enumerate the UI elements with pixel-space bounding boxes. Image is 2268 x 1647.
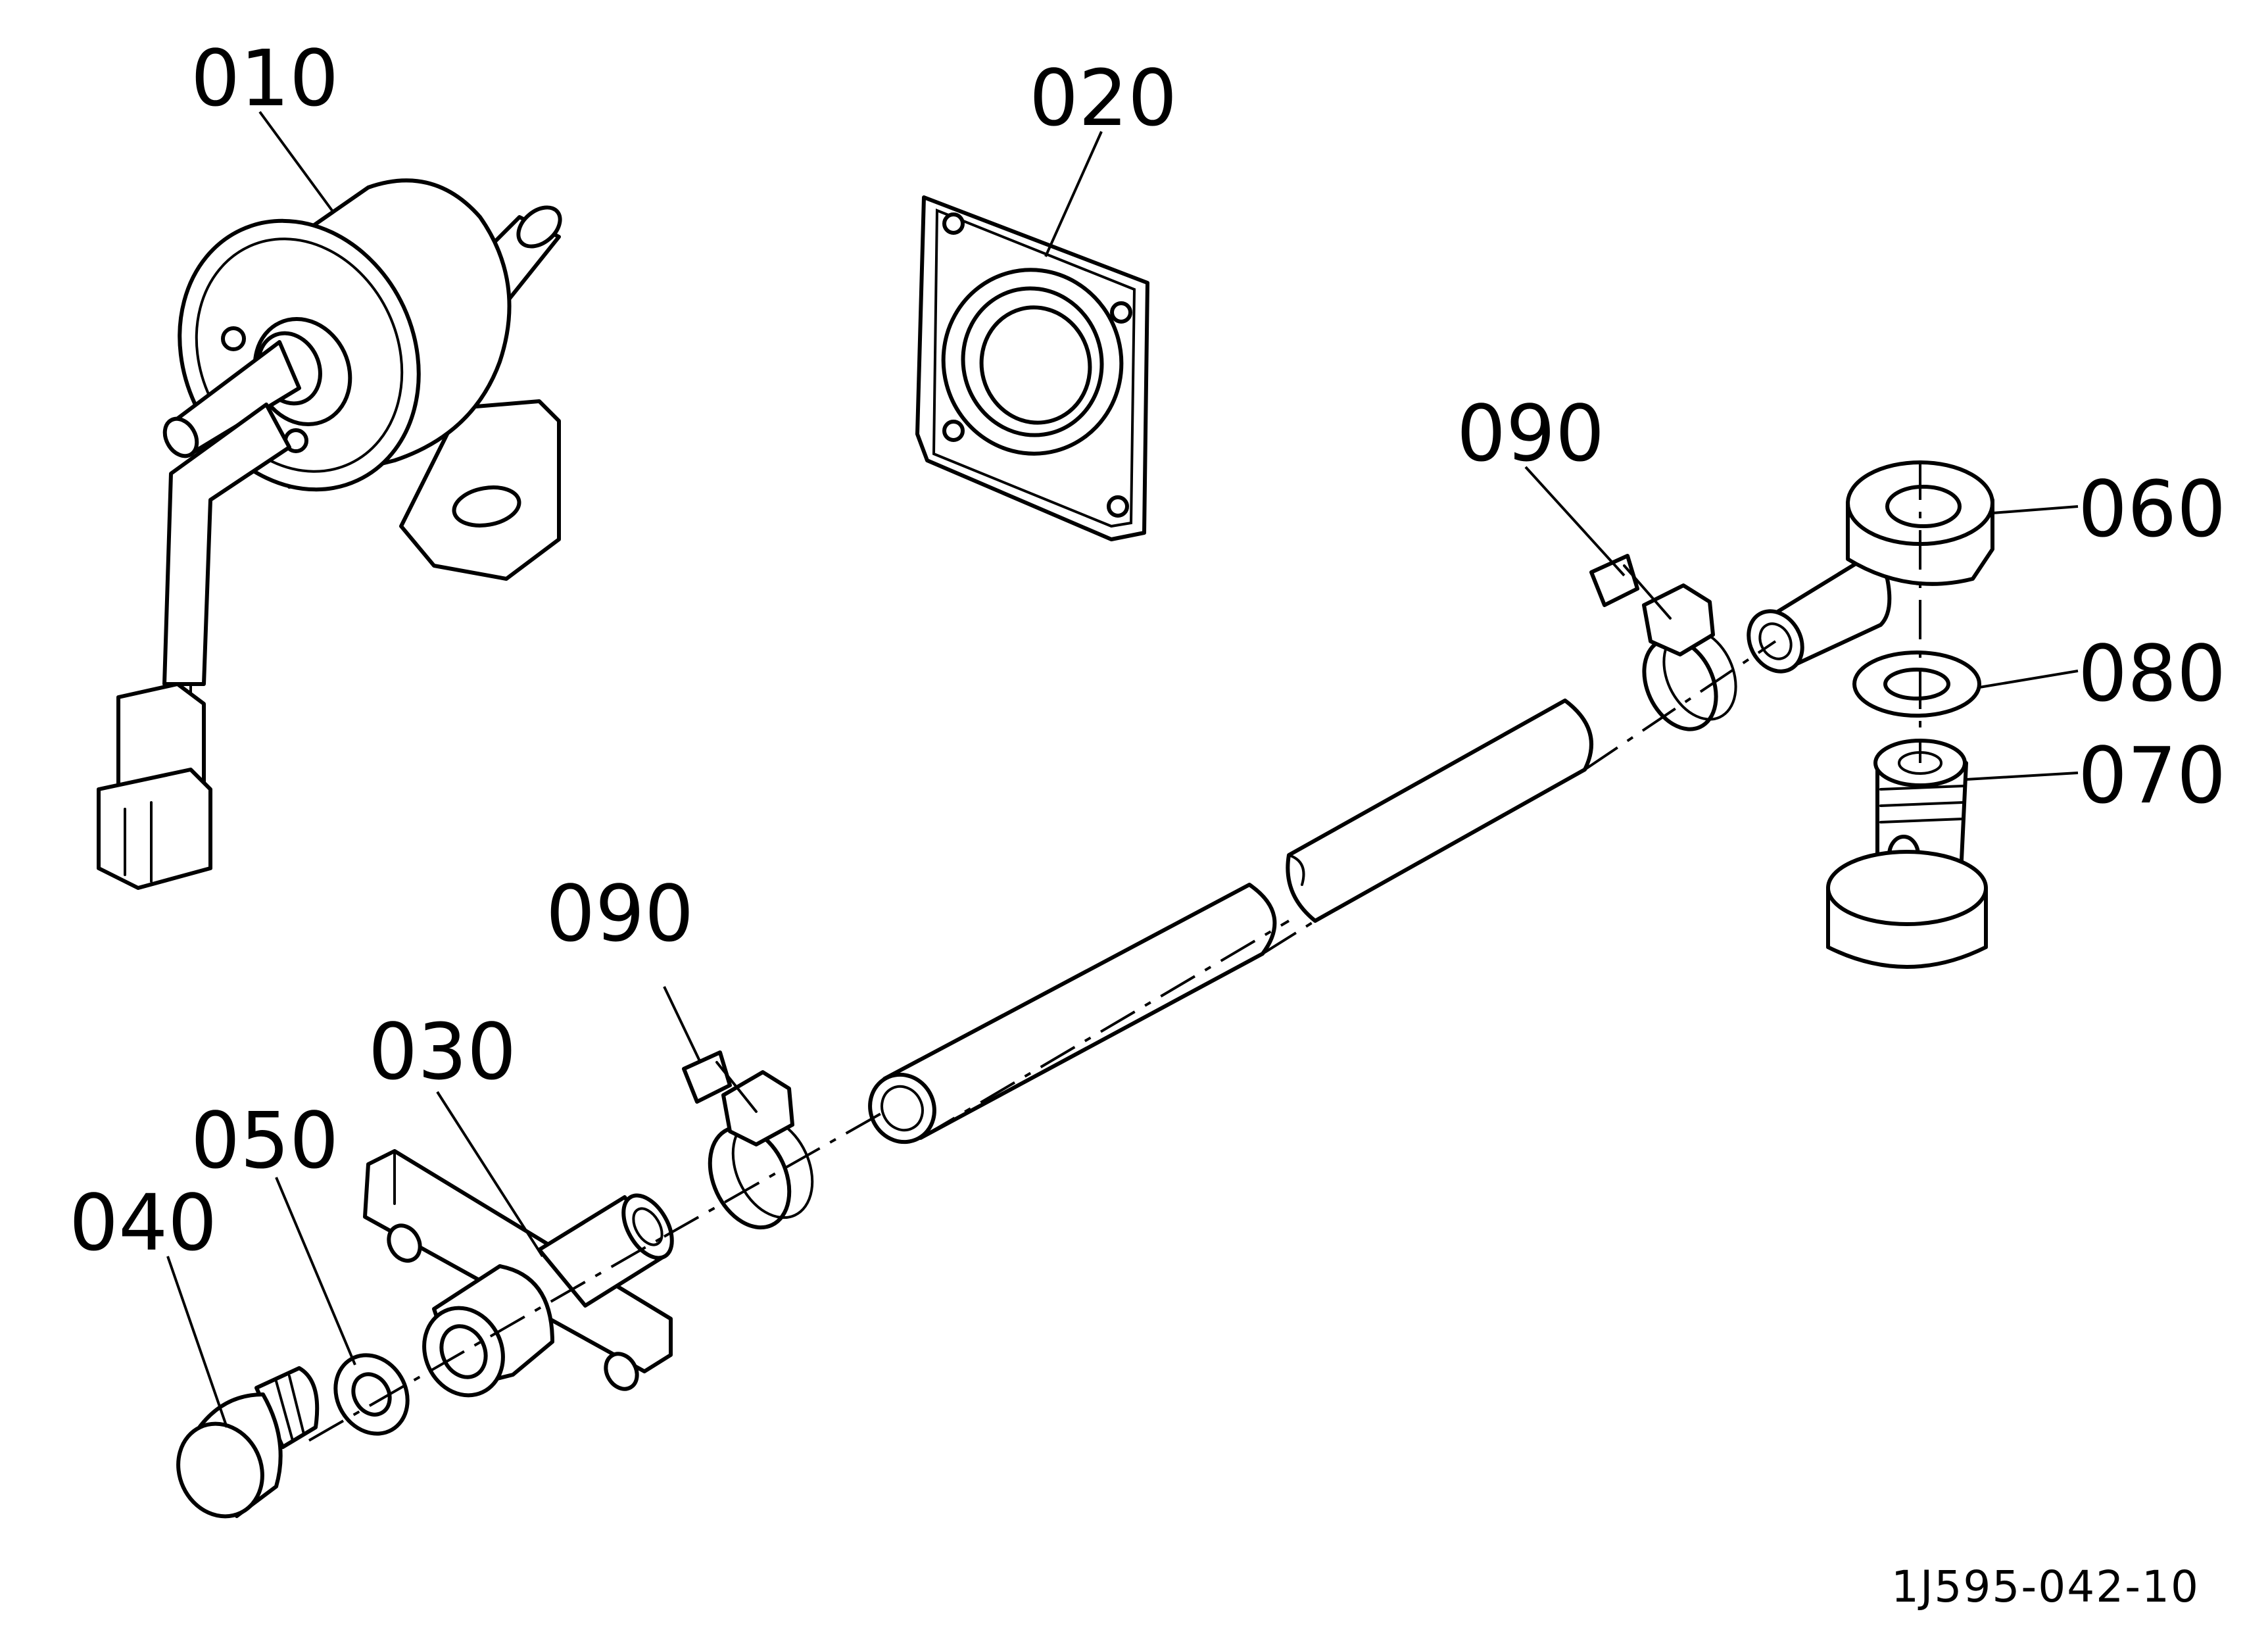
assembly-axis-lines [308, 460, 1921, 1442]
callout-060: 060 [2078, 464, 2226, 554]
callout-080: 080 [2078, 628, 2226, 719]
callout-030: 030 [368, 1006, 516, 1097]
part-090-hose-clamp-upper[interactable] [1589, 554, 1750, 741]
part-070-banjo-bolt[interactable] [1826, 739, 1988, 969]
part-050-washer[interactable] [322, 1342, 422, 1446]
callout-040: 040 [69, 1177, 217, 1268]
callout-070: 070 [2078, 730, 2226, 821]
callout-090-lower: 090 [546, 868, 694, 959]
callout-010: 010 [191, 33, 339, 124]
callout-020: 020 [1029, 53, 1177, 143]
part-060-banjo[interactable] [1738, 460, 1994, 681]
callout-090-upper: 090 [1457, 388, 1604, 479]
callout-labels: 010 020 030 040 050 060 070 080 090 090 [69, 33, 2226, 1268]
part-020-gasket[interactable] [915, 195, 1149, 541]
part-010-fuel-pump[interactable] [97, 178, 567, 890]
drawing-number: 1J595-042-10 [1891, 1561, 2200, 1612]
fuel-hose[interactable] [858, 699, 1593, 1153]
callout-050: 050 [191, 1095, 339, 1186]
part-040-plug-bolt[interactable] [163, 1366, 320, 1530]
leader-lines [166, 111, 2079, 1428]
part-030-plate-nipple[interactable] [363, 1149, 682, 1408]
part-080-washer[interactable] [1852, 651, 1981, 718]
part-090-hose-clamp-lower[interactable] [682, 1050, 828, 1241]
